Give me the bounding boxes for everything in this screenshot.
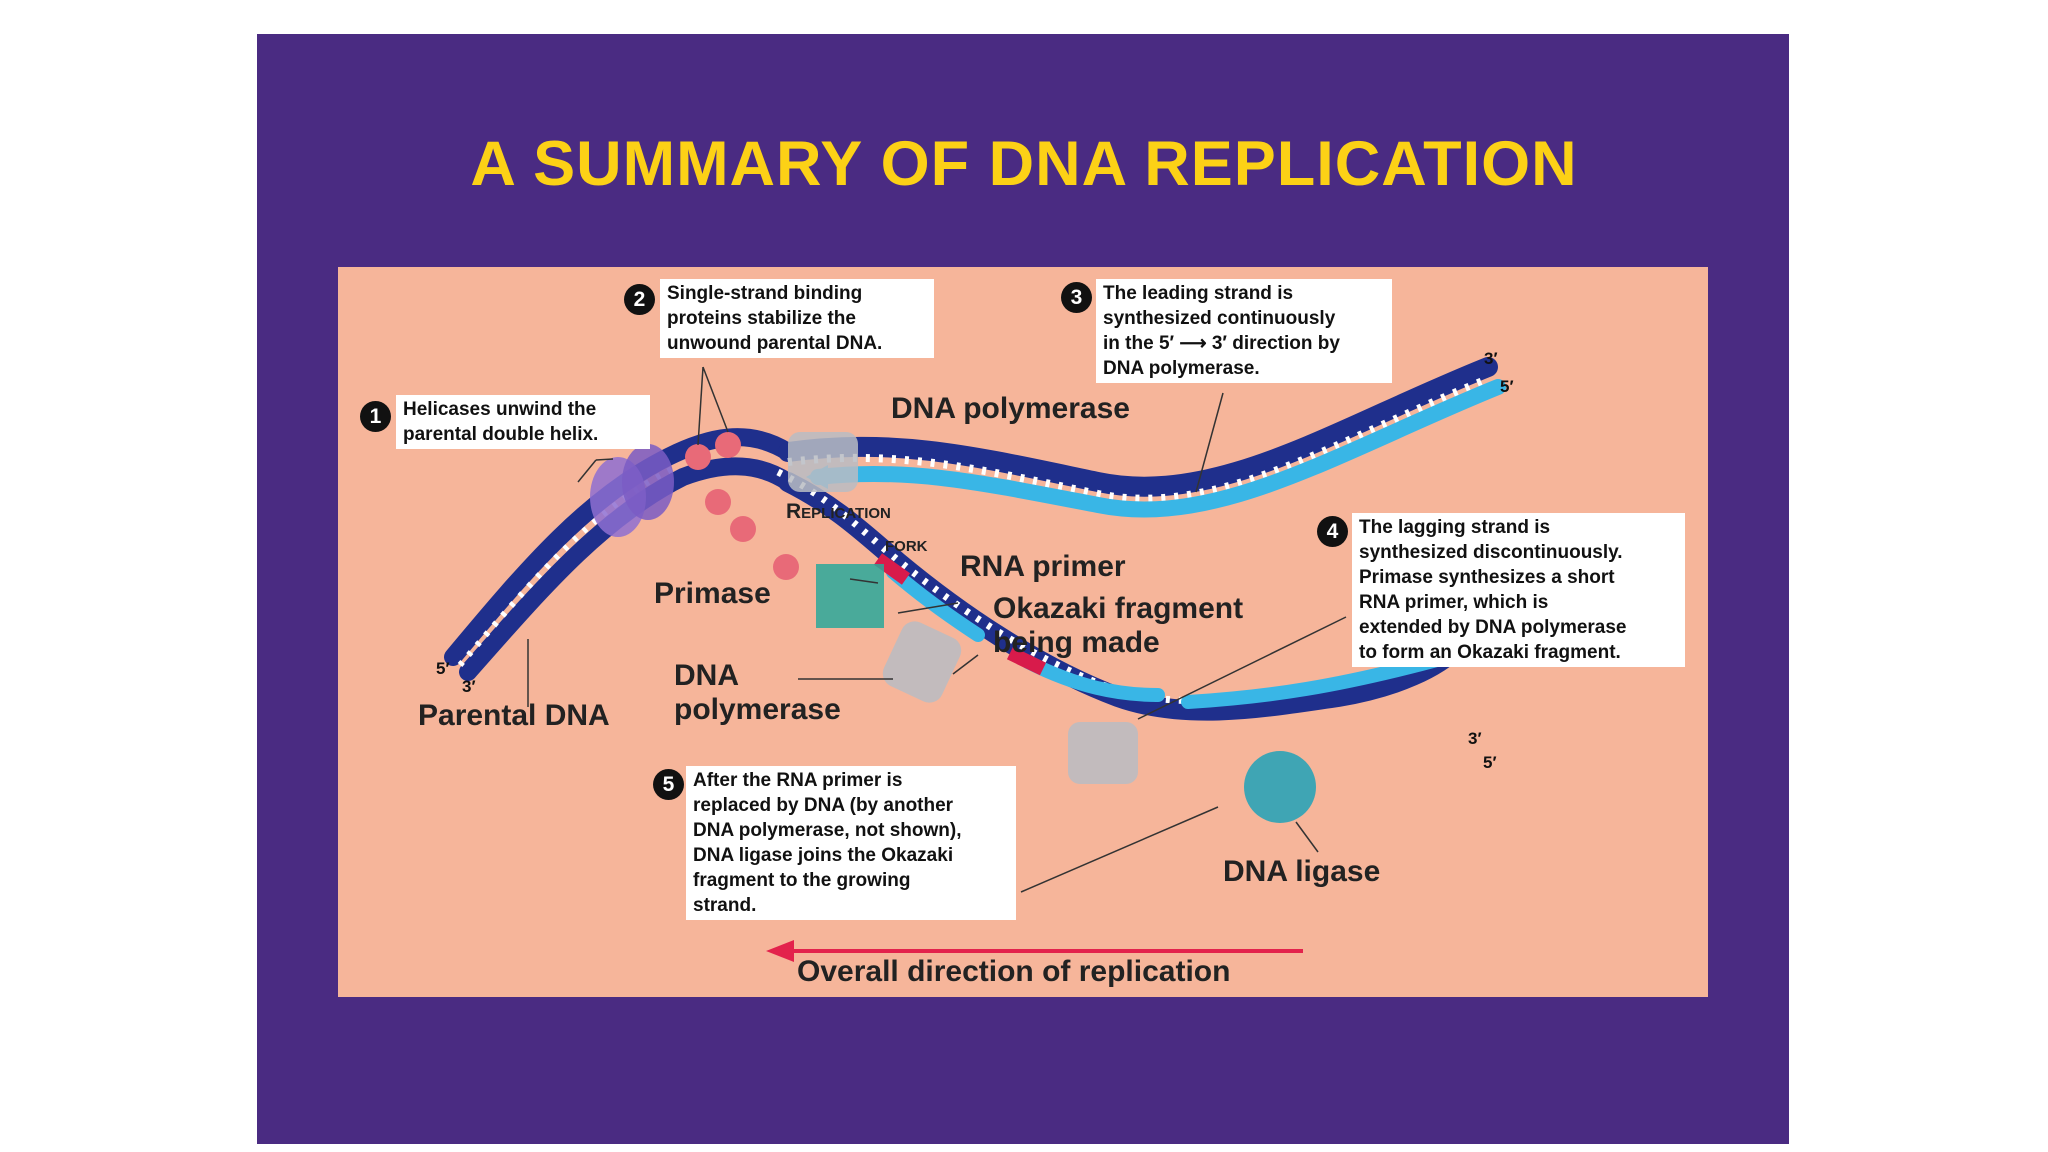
step-4-number: 4 (1317, 516, 1348, 547)
dna-ligase-label: DNA ligase (1223, 855, 1381, 888)
direction-label: Overall direction of replication (797, 955, 1231, 988)
leading-template-strand (778, 357, 1498, 497)
left-5-prime: 5′ (436, 659, 450, 678)
direction-arrowhead (766, 940, 794, 962)
parental-dna-label: Parental DNA (418, 699, 610, 732)
fork-label: fork (885, 533, 928, 556)
leading-strand (810, 379, 1506, 518)
okazaki-fragment-middle (1021, 655, 1165, 702)
dna-polymerase-leading (788, 432, 858, 492)
primase-label: Primase (654, 577, 771, 610)
step-2-text: Single-strand binding proteins stabilize… (660, 279, 934, 358)
page-title: A SUMMARY OF DNA REPLICATION (470, 129, 1578, 199)
step-1-text: Helicases unwind the parental double hel… (396, 395, 650, 449)
step-2-number: 2 (624, 284, 655, 315)
step-5-number: 5 (653, 769, 684, 800)
top-5-prime: 5′ (1500, 377, 1514, 396)
replication-label: Replication (786, 500, 891, 523)
left-3-prime: 3′ (462, 677, 476, 696)
dna-polymerase-top-label: DNA polymerase (891, 392, 1130, 425)
dna-polymerase-bottom-label: DNA polymerase (674, 659, 841, 726)
helicase-lobe (622, 444, 674, 520)
step-3-text: The leading strand is synthesized contin… (1096, 279, 1392, 383)
step-5-text: After the RNA primer is replaced by DNA … (686, 766, 1016, 920)
primase (816, 564, 884, 628)
rna-primer-2 (1006, 646, 1047, 676)
ssb-protein (773, 554, 799, 580)
ssb-protein (685, 444, 711, 470)
rna-primer-label: RNA primer (960, 550, 1126, 583)
diagram-panel: 1 Helicases unwind the parental double h… (338, 267, 1708, 997)
top-3-prime: 3′ (1484, 349, 1498, 368)
okazaki-label: Okazaki fragment being made (993, 592, 1244, 659)
replication-diagram (444, 357, 1506, 962)
ssb-protein (715, 432, 741, 458)
step-1-number: 1 (360, 401, 391, 432)
step-4-text: The lagging strand is synthesized discon… (1352, 513, 1685, 667)
rna-primer-1 (873, 553, 911, 585)
dna-ligase (1244, 751, 1316, 823)
dna-polymerase-lagging-2 (1068, 722, 1138, 784)
bottom-5-prime: 5′ (1483, 753, 1497, 772)
okazaki-fragment-old (1181, 650, 1455, 709)
bottom-3-prime: 3′ (1468, 729, 1482, 748)
step-3-number: 3 (1061, 282, 1092, 313)
ssb-protein (730, 516, 756, 542)
leading-template-rungs (787, 375, 1490, 503)
ssb-protein (705, 489, 731, 515)
dna-polymerase-lagging (882, 621, 962, 703)
leader-lines (527, 366, 1347, 893)
